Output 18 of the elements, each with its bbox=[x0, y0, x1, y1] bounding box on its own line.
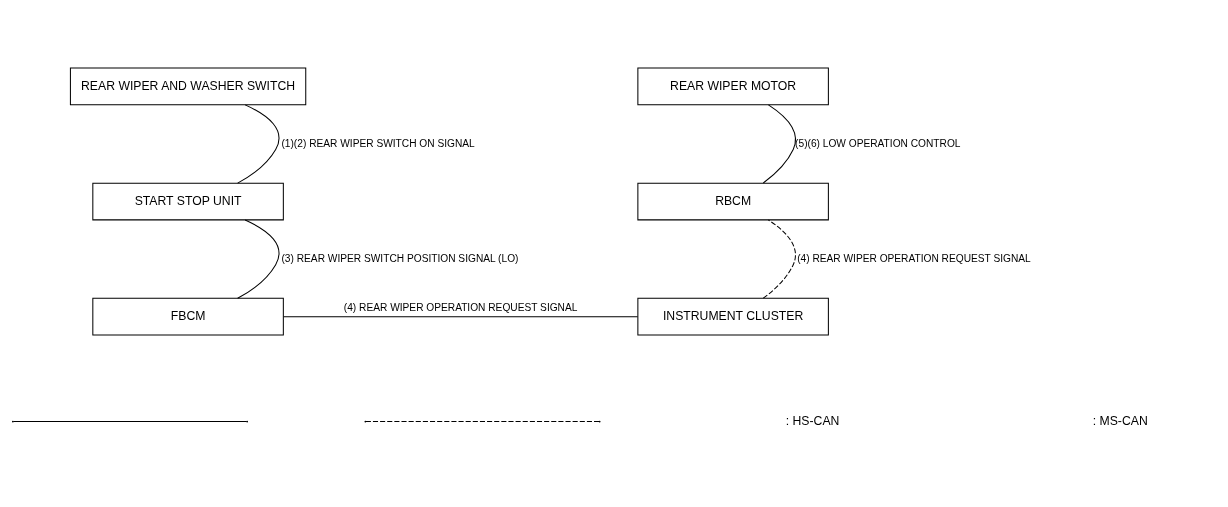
legend-label: : HS-CAN bbox=[785, 413, 840, 428]
node-box: START STOP UNIT bbox=[92, 182, 284, 220]
connector bbox=[237, 218, 280, 299]
connector bbox=[283, 315, 639, 317]
edge-label: (5)(6) LOW OPERATION CONTROL bbox=[795, 137, 961, 149]
connector bbox=[762, 219, 796, 299]
edge-label: (3) REAR WIPER SWITCH POSITION SIGNAL (LO) bbox=[281, 252, 519, 264]
node-box: INSTRUMENT CLUSTER bbox=[637, 297, 829, 335]
connector bbox=[762, 103, 796, 184]
node-box: RBCM bbox=[637, 182, 829, 220]
node-box: FBCM bbox=[92, 297, 284, 335]
legend-label: : MS-CAN bbox=[1092, 413, 1148, 428]
node-box: REAR WIPER MOTOR bbox=[637, 67, 829, 105]
edge-label: (4) REAR WIPER OPERATION REQUEST SIGNAL bbox=[343, 301, 578, 313]
edge-label: (1)(2) REAR WIPER SWITCH ON SIGNAL bbox=[281, 137, 475, 149]
node-box: REAR WIPER AND WASHER SWITCH bbox=[69, 67, 307, 105]
connector bbox=[237, 103, 280, 184]
edge-label: (4) REAR WIPER OPERATION REQUEST SIGNAL bbox=[797, 252, 1031, 264]
